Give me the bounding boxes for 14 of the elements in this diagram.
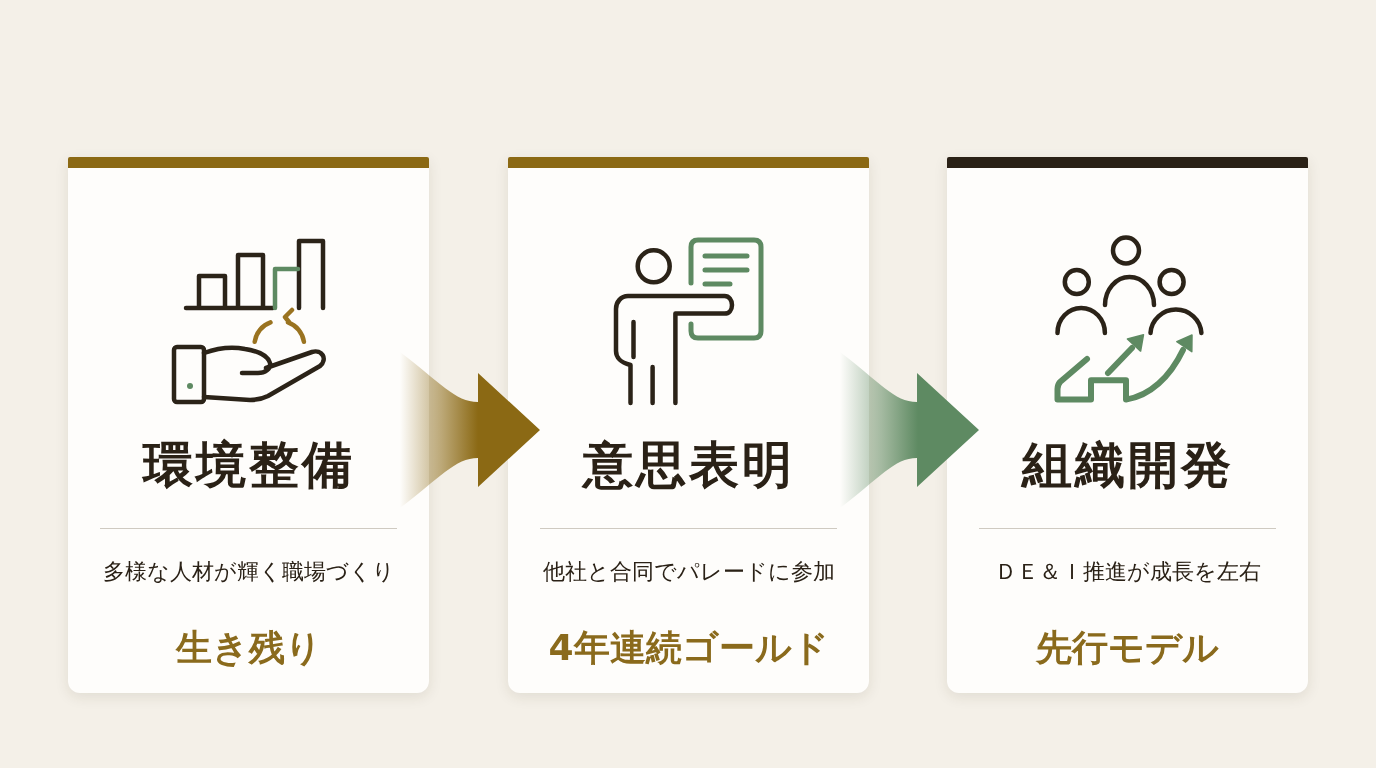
card-subtitle: 多様な人材が輝く職場づくり [102, 558, 395, 586]
card-subtitle: ＤＥ＆Ｉ推進が成長を左右 [994, 558, 1261, 586]
card-subtitle: 他社と合同でパレードに参加 [542, 558, 835, 586]
highlight-text: 先行モデル [1036, 626, 1219, 670]
highlight-text: 生き残り [175, 626, 322, 670]
card-title: 環境整備 [142, 435, 355, 495]
arrow [400, 352, 540, 508]
card [947, 157, 1308, 693]
highlight-text: 4年連続ゴールド [548, 626, 829, 670]
card [508, 157, 869, 693]
card-title: 組織開発 [1021, 435, 1234, 495]
arrow [840, 352, 979, 508]
card-title: 意思表明 [582, 435, 795, 495]
card [68, 157, 429, 693]
